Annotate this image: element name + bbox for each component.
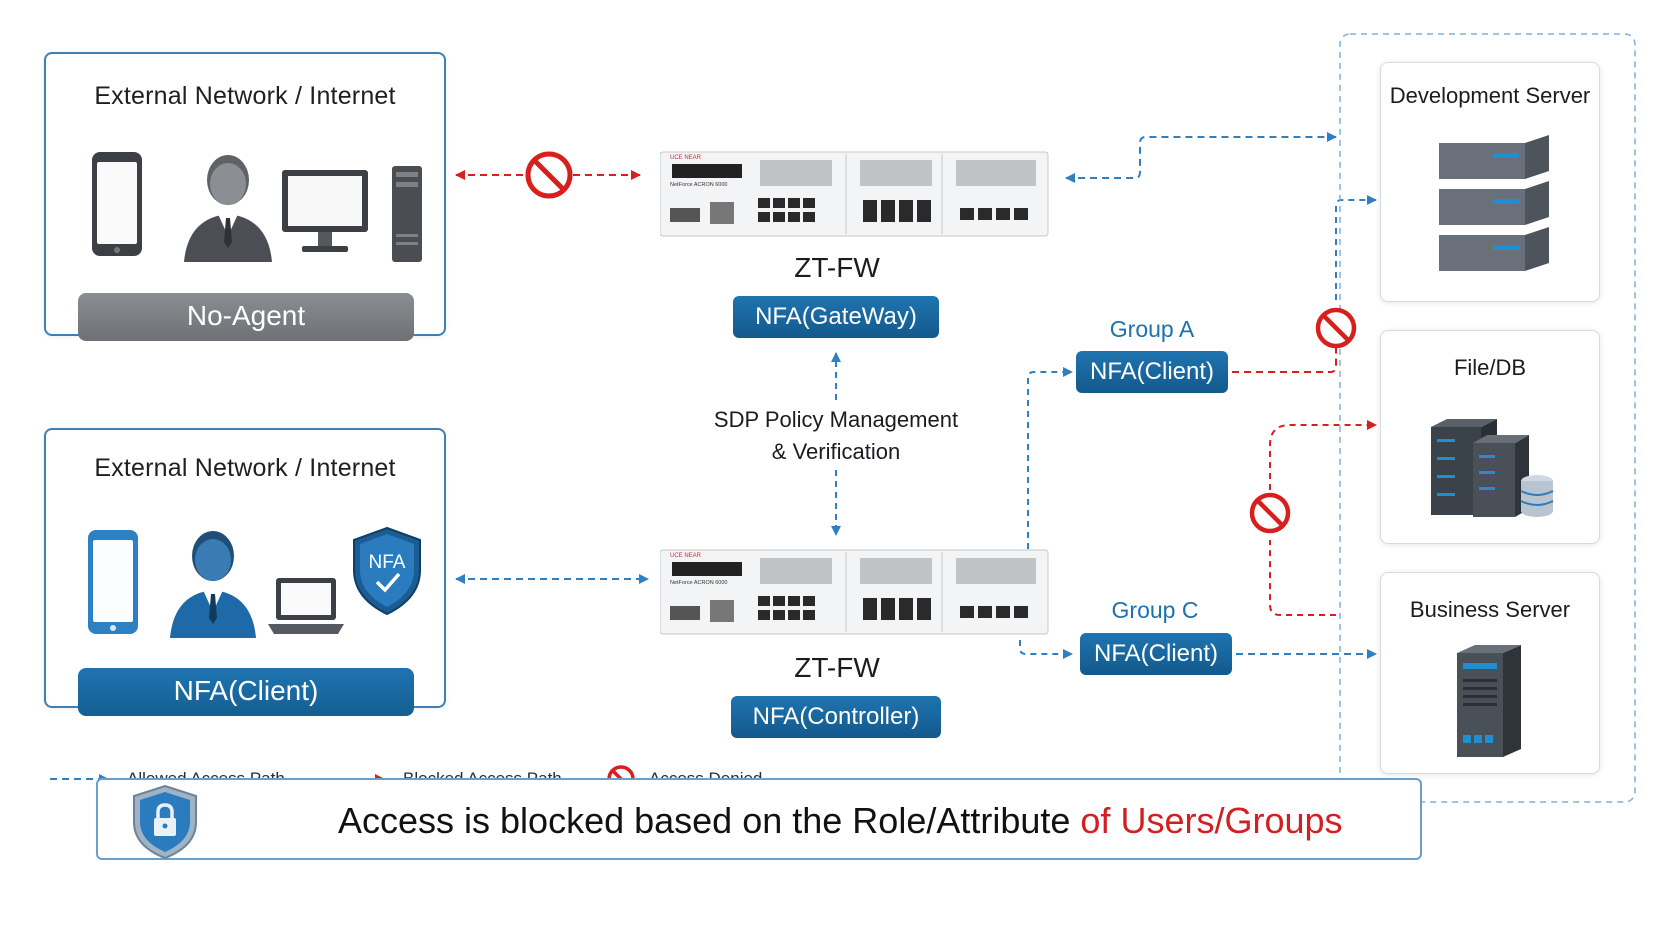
database-server-icon	[1431, 419, 1554, 517]
file-db-server-box: File/DB	[1380, 330, 1600, 544]
svg-text:NetForce ACRON 6000: NetForce ACRON 6000	[670, 580, 727, 586]
allowed-path-to-devserver	[1335, 195, 1377, 300]
access-denied-icon	[525, 151, 573, 199]
nfa-client-badge: NFA(Client)	[78, 668, 414, 716]
business-server-box: Business Server	[1380, 572, 1600, 774]
development-server-box: Development Server	[1380, 62, 1600, 302]
banner-text-highlight: of Users/Groups	[1080, 800, 1343, 841]
banner-text-main: Access is blocked based on the Role/Attr…	[338, 800, 1081, 841]
allowed-path-controller-groupc	[1019, 640, 1073, 659]
external-network-panel-nfa-client: External Network / Internet NFA NFA(Clie…	[44, 428, 446, 716]
banner-text: Access is blocked based on the Role/Attr…	[338, 800, 1343, 842]
nfa-gateway-tag: NFA(GateWay)	[733, 296, 939, 338]
svg-text:UCE NEAR: UCE NEAR	[670, 553, 702, 559]
panel-title: External Network / Internet	[94, 82, 396, 110]
desktop-computer-icon	[282, 166, 422, 262]
user-icon	[170, 531, 256, 638]
server-title: Development Server	[1389, 83, 1591, 108]
allowed-path-controller-groupa	[1027, 367, 1073, 560]
blocked-path-groupc-filedb-2	[1269, 420, 1377, 490]
policy-line-1: SDP Policy Management	[713, 407, 959, 432]
sdp-policy-label: SDP Policy Management & Verification	[696, 404, 976, 468]
blocked-path-groupc-filedb	[1269, 540, 1336, 616]
tower-server-icon	[1457, 645, 1521, 757]
blocked-path-groupa-devserver	[1232, 348, 1337, 373]
svg-text:UCE NEAR: UCE NEAR	[670, 155, 702, 161]
group-c-label: Group C	[1111, 597, 1199, 623]
access-denied-icon	[1249, 492, 1291, 534]
group-c-nfa-client-tag: NFA(Client)	[1080, 633, 1232, 675]
external-network-panel-no-agent: External Network / Internet No-Agent	[44, 52, 446, 341]
firewall-appliance-controller: UCE NEAR NetForce ACRON 6000	[660, 549, 1049, 635]
server-rack-icon	[1439, 135, 1549, 271]
nfa-controller-tag: NFA(Controller)	[731, 696, 941, 738]
user-icon	[184, 155, 272, 262]
policy-banner: Access is blocked based on the Role/Attr…	[96, 778, 1422, 860]
policy-line-2: & Verification	[771, 439, 901, 464]
smartphone-icon	[88, 530, 138, 634]
lock-shield-icon	[133, 784, 197, 860]
smartphone-icon	[92, 152, 142, 256]
laptop-icon	[268, 578, 344, 634]
group-a-nfa-client-tag: NFA(Client)	[1076, 351, 1228, 393]
firewall-appliance-gateway: UCE NEAR NetForce ACRON 6000	[660, 151, 1049, 237]
svg-text:NetForce ACRON 6000: NetForce ACRON 6000	[670, 182, 727, 188]
nfa-shield-icon: NFA	[353, 526, 421, 616]
server-title: File/DB	[1453, 355, 1527, 380]
firewall-name: ZT-FW	[794, 652, 880, 683]
server-title: Business Server	[1409, 597, 1571, 622]
firewall-name: ZT-FW	[794, 252, 880, 283]
panel-title: External Network / Internet	[94, 454, 396, 482]
svg-text:NFA: NFA	[369, 552, 406, 573]
access-denied-icon	[1315, 307, 1357, 349]
group-a-label: Group A	[1109, 316, 1195, 342]
no-agent-badge: No-Agent	[78, 293, 414, 341]
allowed-path-gateway-servers	[1065, 132, 1337, 183]
